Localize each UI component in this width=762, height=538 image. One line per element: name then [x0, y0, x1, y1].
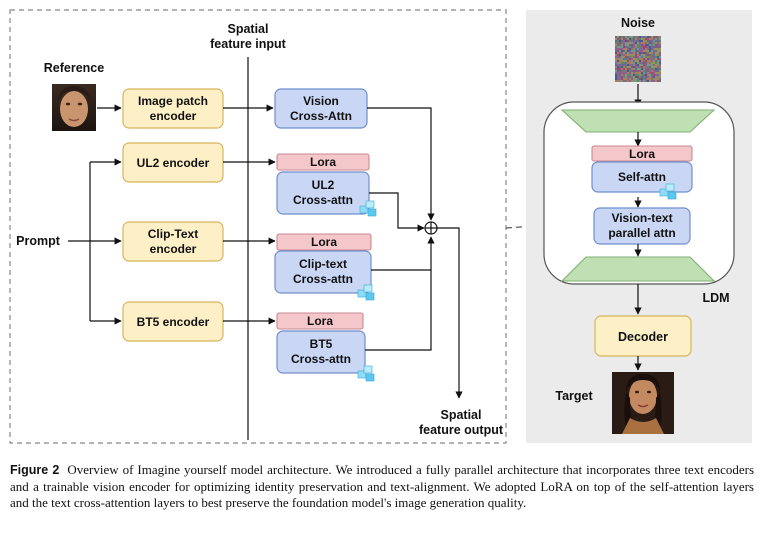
ldm-lora-box: [591, 145, 693, 162]
clip-text-cross-attn-label: Clip-text: [299, 257, 347, 271]
sum-to-output-line: [437, 227, 463, 399]
bt5-lora-label: Lora: [307, 314, 333, 328]
frozen-ice-icon: [357, 284, 375, 301]
encoder-trapezoid: [560, 109, 716, 133]
image-patch-encoder-label: Image patch: [138, 94, 208, 108]
clip-to-sum-line: [371, 236, 435, 271]
reference-photo: [52, 84, 96, 131]
reference-label: Reference: [44, 61, 104, 75]
clip-lora-label: Lora: [311, 235, 337, 249]
bt5-cross-attn-label-2: Cross-attn: [291, 352, 351, 366]
clip-lora-box: [276, 233, 372, 251]
spatial-input-label-2: feature input: [210, 37, 287, 51]
decoder-trapezoid: [560, 256, 716, 282]
spatial-output-label: Spatial: [441, 408, 482, 422]
left-panel-border: [9, 9, 507, 444]
frozen-ice-icon: [357, 365, 375, 382]
vision-text-parallel-box: [593, 207, 691, 245]
noise-image: [615, 36, 661, 82]
ldm-lora-label: Lora: [629, 147, 655, 161]
target-photo: [612, 372, 674, 434]
prompt-label: Prompt: [16, 234, 61, 248]
bt5-encoder-label: BT5 encoder: [137, 315, 210, 329]
caption-text: Overview of Imagine yourself model archi…: [10, 462, 755, 511]
clip-text-encoder-label-2: encoder: [150, 242, 197, 256]
decoder-box: [594, 315, 692, 357]
architecture-diagram: Spatial feature input Reference Image pa…: [9, 9, 752, 444]
bt5-lora-box: [276, 312, 364, 330]
ul2-to-sum-line: [369, 192, 425, 232]
bt5-cross-attn-label: BT5: [310, 337, 333, 351]
clip-text-cross-attn-label-2: Cross-attn: [293, 272, 353, 286]
clip-text-encoder-label: Clip-Text: [148, 227, 198, 241]
self-attn-label: Self-attn: [618, 170, 666, 184]
vision-cross-attn-label-2: Cross-Attn: [290, 109, 352, 123]
clip-text-cross-attn-box: [274, 250, 372, 294]
bt5-cross-attn-box: [276, 330, 366, 374]
spatial-input-label: Spatial: [228, 22, 269, 36]
spatial-output-label-2: feature output: [419, 423, 504, 437]
ldm-label: LDM: [702, 291, 729, 305]
sum-node: [424, 221, 438, 235]
ul2-cross-attn-label-2: Cross-attn: [293, 193, 353, 207]
vision-text-parallel-label-2: parallel attn: [608, 226, 675, 240]
noise-label: Noise: [621, 16, 655, 30]
figure-caption: Figure 2 Overview of Imagine yourself mo…: [10, 462, 754, 512]
vision-text-parallel-label: Vision-text: [611, 211, 672, 225]
ul2-cross-attn-label: UL2: [312, 178, 335, 192]
caption-figure-label: Figure 2: [10, 463, 60, 477]
target-label: Target: [555, 389, 593, 403]
bt5-to-sum-line: [365, 270, 432, 351]
ul2-lora-label: Lora: [310, 155, 336, 169]
frozen-ice-icon: [659, 183, 677, 200]
frozen-ice-icon: [359, 200, 377, 217]
vision-to-sum-line: [367, 107, 435, 221]
ul2-encoder-label: UL2 encoder: [137, 156, 210, 170]
decoder-label: Decoder: [618, 330, 668, 344]
vision-cross-attn-label: Vision: [303, 94, 339, 108]
image-patch-encoder-label-2: encoder: [150, 109, 197, 123]
ul2-lora-box: [276, 153, 370, 171]
